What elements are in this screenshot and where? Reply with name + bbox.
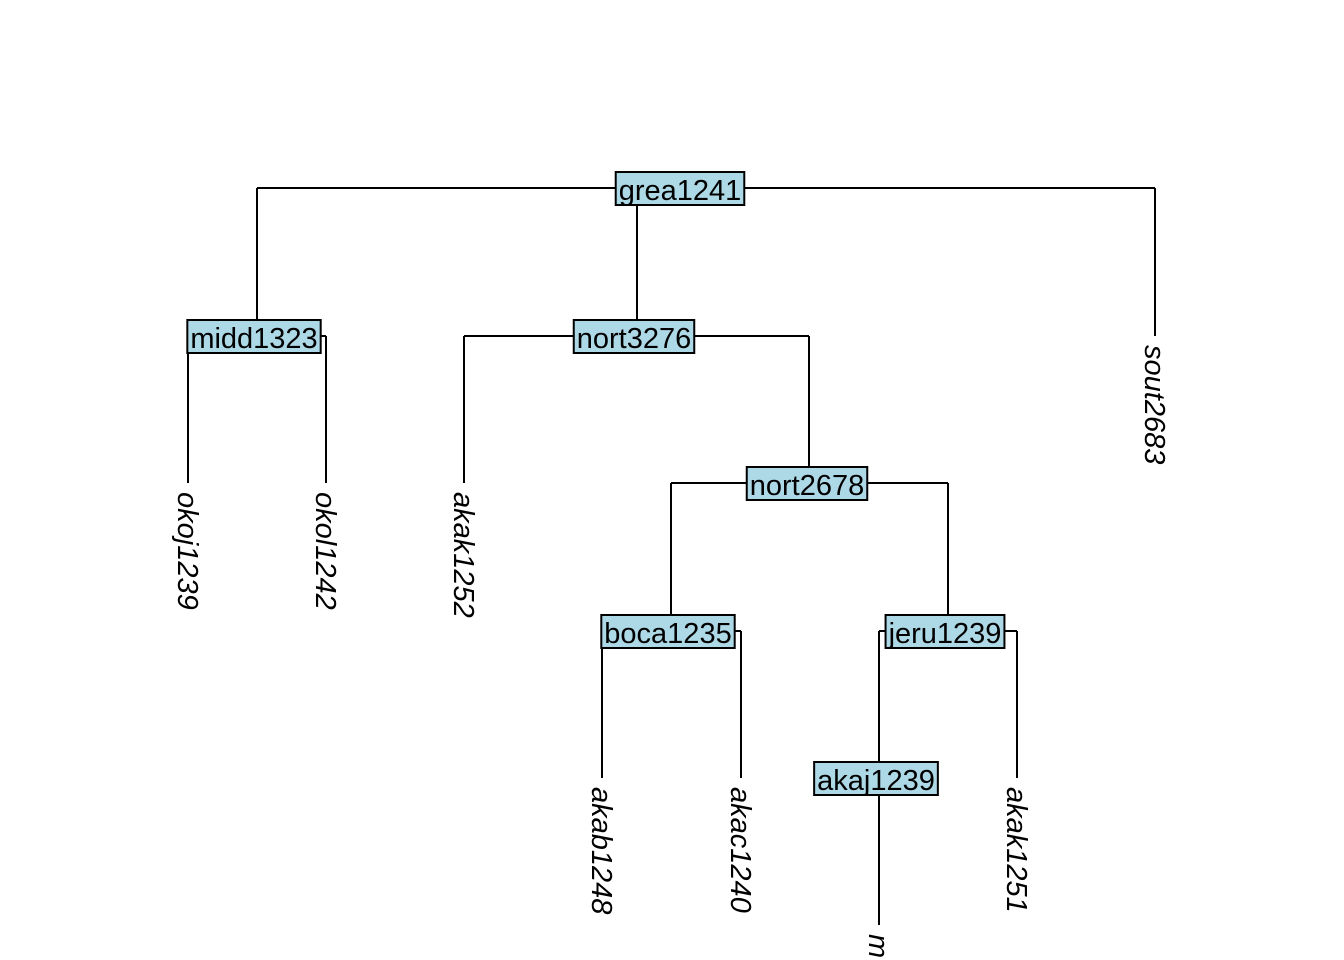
tip-label-akab1248: akab1248 bbox=[585, 787, 617, 914]
node-nort3276: nort3276 bbox=[572, 319, 696, 355]
tip-label-akac1240: akac1240 bbox=[724, 787, 756, 913]
node-box bbox=[614, 171, 746, 206]
tip-label-okoj1239: okoj1239 bbox=[171, 492, 203, 610]
tip-labels: okoj1239 okol1242 akak1252 akab1248 akac1240… bbox=[171, 345, 1170, 958]
node-label: nort3276 bbox=[577, 323, 692, 355]
node-label: grea1241 bbox=[619, 175, 742, 207]
node-nort2678: nort2678 bbox=[745, 466, 869, 502]
node-midd1323: midd1323 bbox=[186, 319, 322, 355]
node-box bbox=[186, 319, 322, 354]
tip-label-m: m bbox=[862, 934, 894, 958]
node-label: midd1323 bbox=[190, 323, 317, 355]
node-grea1241: grea1241 bbox=[614, 171, 746, 207]
tip-label-akak1251: akak1251 bbox=[1000, 787, 1032, 913]
node-box bbox=[813, 761, 939, 796]
node-box bbox=[745, 466, 869, 501]
node-akaj1239: akaj1239 bbox=[813, 761, 939, 797]
tip-label-akak1252: akak1252 bbox=[447, 492, 479, 618]
node-box bbox=[600, 614, 736, 649]
node-label: boca1235 bbox=[604, 618, 731, 650]
node-box bbox=[884, 614, 1006, 649]
tip-label-sout2683: sout2683 bbox=[1138, 345, 1170, 464]
node-label: akaj1239 bbox=[817, 765, 935, 797]
node-boca1235: boca1235 bbox=[600, 614, 736, 650]
node-label: jeru1239 bbox=[888, 618, 1002, 650]
node-box bbox=[572, 319, 696, 354]
node-label: nort2678 bbox=[750, 470, 865, 502]
node-jeru1239: jeru1239 bbox=[884, 614, 1006, 650]
internal-node-labels: grea1241 midd1323 nort3276 nort2678 boca1235… bbox=[186, 171, 1006, 797]
tip-label-okol1242: okol1242 bbox=[309, 492, 341, 610]
